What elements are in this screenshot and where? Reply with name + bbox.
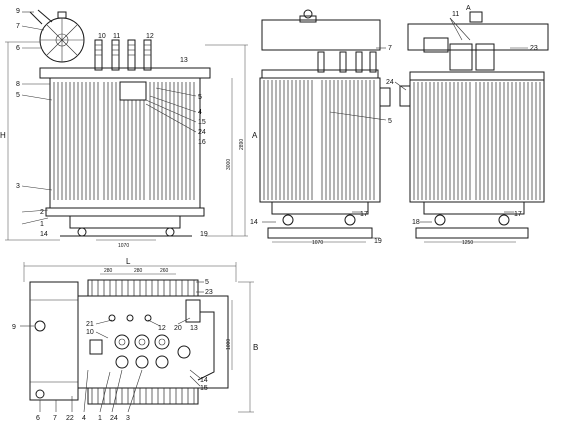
rear-callout-a: A: [466, 5, 471, 12]
side-callout-5: 5: [388, 118, 392, 125]
front-dim-label-h: H: [0, 131, 6, 140]
front-callout-10: 10: [98, 33, 106, 40]
top-callout-24: 24: [110, 415, 118, 422]
side-callout-14: 14: [250, 219, 258, 226]
front-callout-19: 19: [200, 231, 208, 238]
top-callout-3: 3: [126, 415, 130, 422]
top-callout-4: 4: [82, 415, 86, 422]
side-dim-tag-a: A: [252, 131, 258, 140]
front-callout-4: 4: [198, 109, 202, 116]
front-callout-15: 15: [198, 119, 206, 126]
side-dim-width: 1070: [312, 240, 323, 246]
rear-radiator-fins: [413, 82, 541, 200]
top-view: 5 23 9 21 10 12 20 13 14 15 6 7 22 4 1 2…: [12, 257, 258, 422]
side-radiator-fins: [263, 80, 375, 200]
top-callout-5: 5: [205, 279, 209, 286]
front-callout-3: 3: [16, 183, 20, 190]
top-callout-9: 9: [12, 324, 16, 331]
top-dim-c: 260: [160, 268, 169, 274]
top-callout-7: 7: [53, 415, 57, 422]
front-dim-height-a: 3000: [226, 159, 232, 170]
rear-callout-18: 18: [412, 219, 420, 226]
front-callout-14: 14: [40, 231, 48, 238]
front-callout-24: 24: [198, 129, 206, 136]
front-dim-width: 1070: [118, 243, 129, 249]
top-dim-label-b: B: [253, 343, 258, 352]
front-radiator-fins: [53, 82, 195, 200]
side-callout-19: 19: [374, 238, 382, 245]
side-callout-7: 7: [388, 45, 392, 52]
top-dim-a: 280: [104, 268, 113, 274]
top-dim-label-l: L: [126, 257, 131, 266]
top-callout-10: 10: [86, 329, 94, 336]
front-callout-6: 6: [16, 45, 20, 52]
front-dim-height-b: 2890: [239, 139, 245, 150]
rear-view: 11 23 24 A 18 17 1250: [386, 5, 549, 246]
front-callout-9: 9: [16, 8, 20, 15]
front-callout-5b: 5: [198, 94, 202, 101]
rear-dim-width: 1250: [462, 240, 473, 246]
rear-callout-17: 17: [514, 211, 522, 218]
front-callout-16: 16: [198, 139, 206, 146]
top-callout-15: 15: [200, 385, 208, 392]
top-callout-13: 13: [190, 325, 198, 332]
top-callout-21: 21: [86, 321, 94, 328]
front-callout-1: 1: [40, 221, 44, 228]
top-callout-22: 22: [66, 415, 74, 422]
rear-callout-24: 24: [386, 79, 394, 86]
front-callout-7: 7: [16, 23, 20, 30]
front-callout-12: 12: [146, 33, 154, 40]
top-callout-23: 23: [205, 289, 213, 296]
top-callout-1: 1: [98, 415, 102, 422]
rear-callout-23: 23: [530, 45, 538, 52]
top-callout-6: 6: [36, 415, 40, 422]
front-callout-13: 13: [180, 57, 188, 64]
top-callout-20: 20: [174, 325, 182, 332]
top-dim-b: 280: [134, 268, 143, 274]
top-dim-right: 1000: [226, 339, 232, 350]
front-callout-8: 8: [16, 81, 20, 88]
top-callout-12: 12: [158, 325, 166, 332]
rear-callout-11: 11: [452, 11, 459, 18]
front-callout-5: 5: [16, 92, 20, 99]
top-callout-14: 14: [200, 377, 208, 384]
front-callout-11: 11: [113, 33, 120, 40]
front-view: 9 7 6 8 5 3 2 1 14 10 11 12 13 5 4 15 24…: [0, 8, 248, 249]
front-callout-2: 2: [40, 209, 44, 216]
side-callout-17: 17: [360, 211, 368, 218]
side-view: 7 5 14 17 19 A 1070: [250, 9, 392, 246]
